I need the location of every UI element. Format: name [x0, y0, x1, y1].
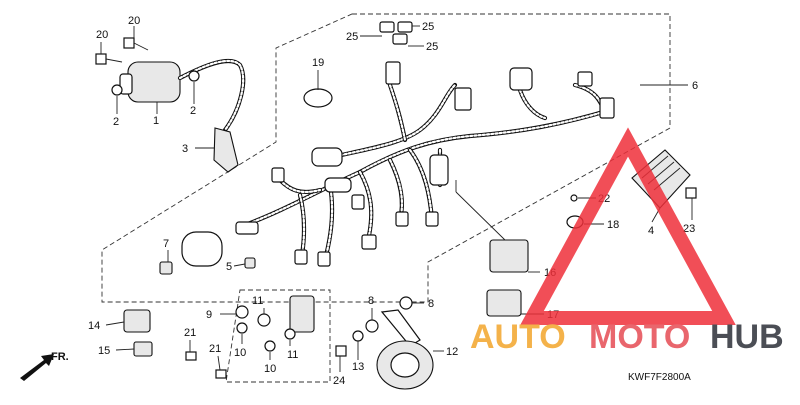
callout-12: 12: [446, 346, 458, 358]
diagram-code: KWF7F2800A: [628, 372, 691, 383]
callout-18: 18: [607, 219, 619, 231]
harness-connector-bottom-d: [395, 211, 409, 227]
harness-connector-center: [351, 194, 365, 210]
harness-connector-upper-left: [271, 167, 285, 183]
callout-13: 13: [352, 361, 364, 373]
bolt-20-b: [123, 37, 149, 51]
callout-25: 25: [346, 31, 358, 43]
callout-7: 7: [163, 238, 169, 250]
callout-numbers: 20 20 2 1 2 3 19 25 25 25 6 7 5 16 17 22…: [88, 15, 698, 387]
callout-2: 2: [113, 116, 119, 128]
nut-13: [352, 330, 364, 342]
harness-boot: [509, 67, 533, 91]
washer-10-a: [235, 305, 249, 319]
callout-20: 20: [96, 29, 108, 41]
harness-group-outline: [101, 13, 671, 303]
callout-14: 14: [88, 320, 100, 332]
harness-sleeve: [311, 147, 343, 167]
harness-connector-bottom: [294, 249, 308, 265]
ignition-coil: [119, 58, 246, 133]
nut-2-a: [111, 84, 123, 96]
bolt-20-a: [95, 53, 123, 65]
callout-24: 24: [333, 375, 345, 387]
band-19: [303, 88, 333, 108]
washer-8-a: [365, 319, 379, 333]
front-label: FR.: [51, 351, 69, 363]
relay-16: [489, 239, 529, 273]
leader-lines: [100, 25, 693, 372]
harness-connector-top-right: [577, 71, 593, 87]
harness-connector-bottom-b: [317, 251, 331, 267]
callout-1: 1: [153, 115, 159, 127]
callout-21: 21: [184, 327, 196, 339]
bolt-21-a: [185, 351, 197, 361]
bolt-24: [335, 345, 347, 357]
spark-plug-cap: [213, 127, 239, 173]
screw-22: [570, 194, 578, 202]
callout-19: 19: [312, 57, 324, 69]
clip-7: [159, 261, 173, 275]
harness-connector-bottom-c: [361, 234, 377, 250]
callout-25: 25: [422, 21, 434, 33]
harness-connector-bottom-e: [425, 211, 439, 227]
stop-switch: [289, 295, 315, 333]
rubber-11-c: [284, 328, 296, 340]
callout-15: 15: [98, 345, 110, 357]
washer-8-b: [399, 296, 413, 310]
automotohub-logo: [520, 127, 736, 325]
front-arrow-icon: [20, 354, 54, 381]
wire-harness: [235, 61, 615, 267]
harness-sleeve-lower: [324, 177, 352, 193]
nut-2-b: [188, 70, 200, 82]
callout-8: 8: [428, 298, 434, 310]
fuse-25-b: [392, 33, 408, 45]
callout-8: 8: [368, 295, 374, 307]
relay-17: [486, 289, 522, 317]
harness-connector-top: [385, 61, 401, 85]
callout-11: 11: [252, 295, 263, 307]
callout-10: 10: [264, 363, 276, 375]
horn-12: [376, 309, 434, 390]
winker-relay-14: [123, 309, 151, 333]
harness-connector-right: [599, 97, 615, 119]
watermark-word-hub: HUB: [710, 318, 784, 356]
callout-23: 23: [683, 223, 695, 235]
callout-3: 3: [182, 143, 188, 155]
washer-10-b: [264, 340, 276, 352]
watermark-word-auto: AUTO: [470, 318, 566, 356]
callout-9: 9: [206, 309, 212, 321]
callout-21: 21: [209, 343, 221, 355]
relay-bracket-15: [133, 341, 153, 357]
watermark-word-moto: MOTO: [589, 318, 690, 356]
switch-group-outline: [225, 289, 331, 383]
callout-5: 5: [226, 261, 232, 273]
harness-connector-mid: [454, 87, 472, 111]
fuse-25-c: [397, 21, 413, 33]
callout-4: 4: [648, 225, 654, 237]
harness-capacitor: [429, 154, 449, 186]
callout-11: 11: [287, 349, 298, 361]
fuse-25-a: [379, 21, 395, 33]
callout-25: 25: [426, 41, 438, 53]
callout-20: 20: [128, 15, 140, 27]
bolt-23: [685, 187, 697, 199]
harness-connector-left: [235, 221, 259, 235]
clip-5: [244, 257, 256, 269]
callout-2: 2: [190, 105, 196, 117]
callout-10: 10: [234, 347, 246, 359]
rubber-11-b: [257, 313, 271, 327]
callout-6: 6: [692, 80, 698, 92]
bolt-21-b: [215, 369, 227, 379]
rubber-11-a: [236, 322, 248, 334]
connector-cover: [181, 231, 223, 267]
